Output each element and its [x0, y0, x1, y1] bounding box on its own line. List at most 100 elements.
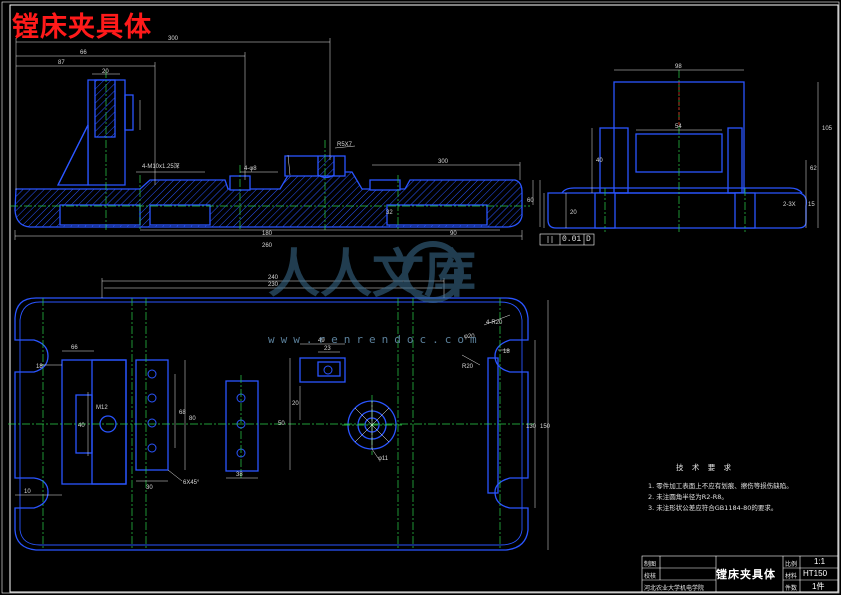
front-thread-bore	[317, 156, 335, 179]
watermark-url: www.renrendoc.com	[268, 333, 483, 346]
top-block-left-inner	[91, 359, 127, 485]
top-inner-outline	[19, 301, 523, 546]
top-dimlines	[15, 278, 549, 550]
dim-top-23: 23	[324, 346, 331, 352]
dim-front-upper-300: 300	[438, 159, 449, 165]
tb-material-label: 材料	[785, 573, 798, 580]
tb-row3-label: 河北农业大学机电学院	[644, 585, 705, 592]
front-slot-3	[59, 204, 141, 226]
dim-top-20: 20	[292, 401, 299, 407]
top-small-block-inner	[317, 361, 341, 377]
dim-side-105: 105	[822, 126, 833, 132]
dim-top-49: 49	[318, 338, 325, 344]
top-boss-spokes	[354, 401, 390, 449]
tolerance-frame	[539, 233, 595, 246]
dim-top-130: 130	[526, 424, 537, 430]
dim-top-m12: M12	[96, 405, 108, 411]
dim-front-r5x7: R5X7	[337, 142, 353, 148]
dim-top-80: 80	[189, 416, 196, 422]
dim-front-300: 300	[168, 36, 179, 42]
top-outline	[14, 297, 529, 551]
top-dimtext: 240 230 66 10 18 40 M12 68 80 30 6X45° 3…	[24, 275, 551, 495]
dim-front-66: 66	[80, 50, 87, 56]
dim-top-66: 66	[71, 345, 78, 351]
front-slot-2	[386, 204, 488, 226]
side-base-top	[561, 187, 803, 194]
top-view	[14, 297, 529, 551]
dim-top-230: 230	[268, 282, 279, 288]
front-block-c	[369, 179, 401, 191]
front-block-b	[284, 155, 346, 177]
front-boss-right	[124, 94, 134, 131]
front-view	[14, 79, 523, 228]
dim-top-p20: φ20	[464, 334, 475, 340]
dim-front-180: 180	[262, 231, 273, 237]
tech-item-2: 2. 未注圆角半径为R2-R8。	[648, 493, 728, 501]
front-rib-line	[57, 124, 89, 186]
dim-top-240: 240	[268, 275, 279, 281]
tb-scale-label: 比例	[785, 561, 798, 568]
tech-item-1: 1. 零件加工表面上不应有划痕、擦伤等损伤缺陷。	[648, 482, 793, 490]
dim-side-40: 40	[596, 158, 603, 164]
technical-requirements: 技 术 要 求 1. 零件加工表面上不应有划痕、擦伤等损伤缺陷。 2. 未注圆角…	[648, 462, 793, 514]
tb-qty-label: 件数	[785, 585, 798, 592]
title-block: 制图 校核 河北农业大学机电学院 镗床夹具体 比例 1:1 材料 HT150 件…	[642, 556, 838, 592]
dim-top-50: 50	[278, 421, 285, 427]
dim-top-10: 10	[24, 489, 31, 495]
dim-top-40: 40	[78, 423, 85, 429]
dim-side-2x: 2-3X	[783, 202, 796, 208]
inner-frame	[9, 4, 839, 593]
dim-front-2m12: 4-M10x1.25深	[142, 162, 180, 170]
dim-top-30: 30	[146, 485, 153, 491]
front-slot-1	[149, 204, 211, 226]
front-dimlines	[14, 38, 541, 240]
dim-front-90: 90	[450, 231, 457, 237]
side-dimtext: 98 54 105 62 40 20 2-3X 15	[570, 64, 833, 216]
tb-part-name: 镗床夹具体	[716, 568, 776, 581]
dim-top-r20b: R20	[462, 364, 474, 370]
dim-side-54: 54	[675, 124, 682, 130]
drawing-title: 镗床夹具体	[12, 12, 152, 43]
tb-material-value: HT150	[803, 569, 828, 578]
tb-row1-label: 制图	[644, 561, 657, 568]
side-boss-right	[727, 127, 743, 194]
top-centerlines	[8, 298, 535, 550]
side-base	[547, 192, 808, 229]
dim-top-38: 38	[236, 472, 243, 478]
tb-row2-label: 校核	[644, 573, 657, 580]
dim-top-phi11: φ11	[378, 456, 389, 462]
top-pin-block-2	[225, 380, 259, 472]
top-right-slot	[487, 357, 499, 494]
tolerance-datum: D	[586, 235, 591, 244]
top-pin-block-1	[135, 359, 169, 471]
side-view	[547, 81, 808, 229]
dim-side-15: 15	[808, 202, 815, 208]
tolerance-value: 0.01	[562, 235, 582, 244]
side-centerlines	[604, 70, 746, 232]
top-small-block	[299, 357, 346, 383]
dim-top-r20: 4-R20	[486, 320, 503, 326]
dim-front-60: 60	[527, 198, 534, 204]
dim-front-4phi: 4-φ8	[244, 166, 257, 172]
dim-top-150: 150	[540, 424, 551, 430]
dim-side-62: 62	[810, 166, 817, 172]
front-centerlines	[10, 70, 530, 230]
dim-top-18: 18	[36, 364, 43, 370]
side-dimlines	[543, 69, 819, 228]
title-block-lines	[641, 555, 839, 593]
dim-front-20: 20	[102, 69, 109, 75]
dim-front-32: 32	[386, 210, 393, 216]
dim-side-98: 98	[675, 64, 682, 70]
dim-side-20: 20	[570, 210, 577, 216]
tb-scale-value: 1:1	[814, 557, 826, 566]
tb-qty-value: 1件	[812, 582, 825, 591]
dim-top-68: 68	[179, 410, 186, 416]
front-dimtext: 300 66 87 20 4-M10x1.25深 4-φ8 R5X7 300 1…	[58, 36, 534, 249]
side-bore	[635, 133, 723, 173]
tech-item-3: 3. 未注形状公差应符合GB1184-80的要求。	[648, 504, 778, 512]
dim-front-260: 260	[262, 243, 273, 249]
top-holes	[147, 365, 333, 458]
